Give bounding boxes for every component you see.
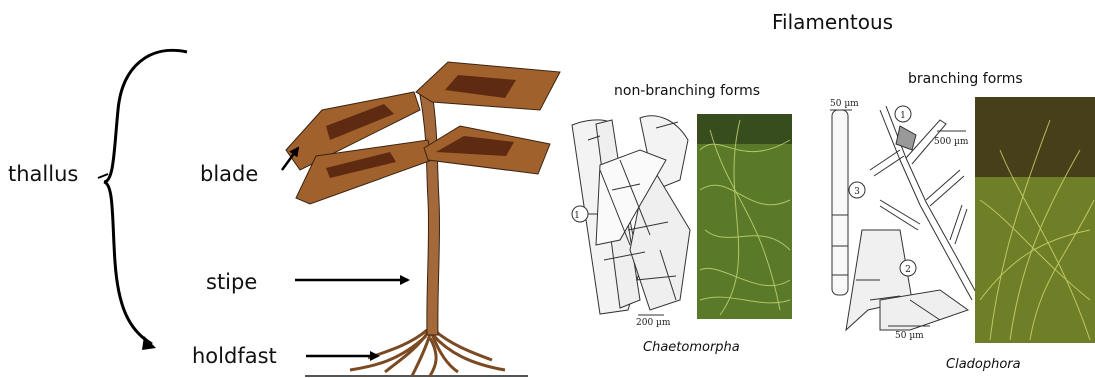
thallus-label: thallus — [8, 162, 78, 186]
cladophora-scale-label-1: 50 µm — [830, 99, 859, 109]
chaetomorpha-scale-label: 200 µm — [636, 318, 671, 328]
non-branching-heading: non-branching forms — [614, 83, 760, 99]
cladophora-callout-3: 3 — [854, 187, 860, 197]
holdfast-roots — [350, 330, 505, 376]
branching-heading: branching forms — [908, 71, 1023, 87]
cladophora-scale-label-2: 500 µm — [934, 137, 969, 147]
cladophora-genus-label: Cladophora — [946, 357, 1021, 372]
chaetomorpha-callout-1: 1 — [574, 211, 580, 221]
stipe-label: stipe — [206, 270, 257, 294]
chaetomorpha-drawing — [572, 116, 690, 314]
thallus-pointer — [98, 174, 108, 178]
cladophora-callout-2: 2 — [905, 265, 911, 275]
stipe-shape — [420, 92, 440, 335]
thallus-bracket — [104, 50, 187, 344]
blade-label: blade — [200, 162, 258, 186]
cladophora-callout-1: 1 — [900, 111, 906, 121]
chaetomorpha-genus-label: Chaetomorpha — [643, 340, 740, 355]
thallus-bracket-arrowhead — [142, 336, 156, 350]
holdfast-label: holdfast — [192, 344, 277, 368]
cladophora-scale-label-3: 50 µm — [895, 331, 924, 341]
